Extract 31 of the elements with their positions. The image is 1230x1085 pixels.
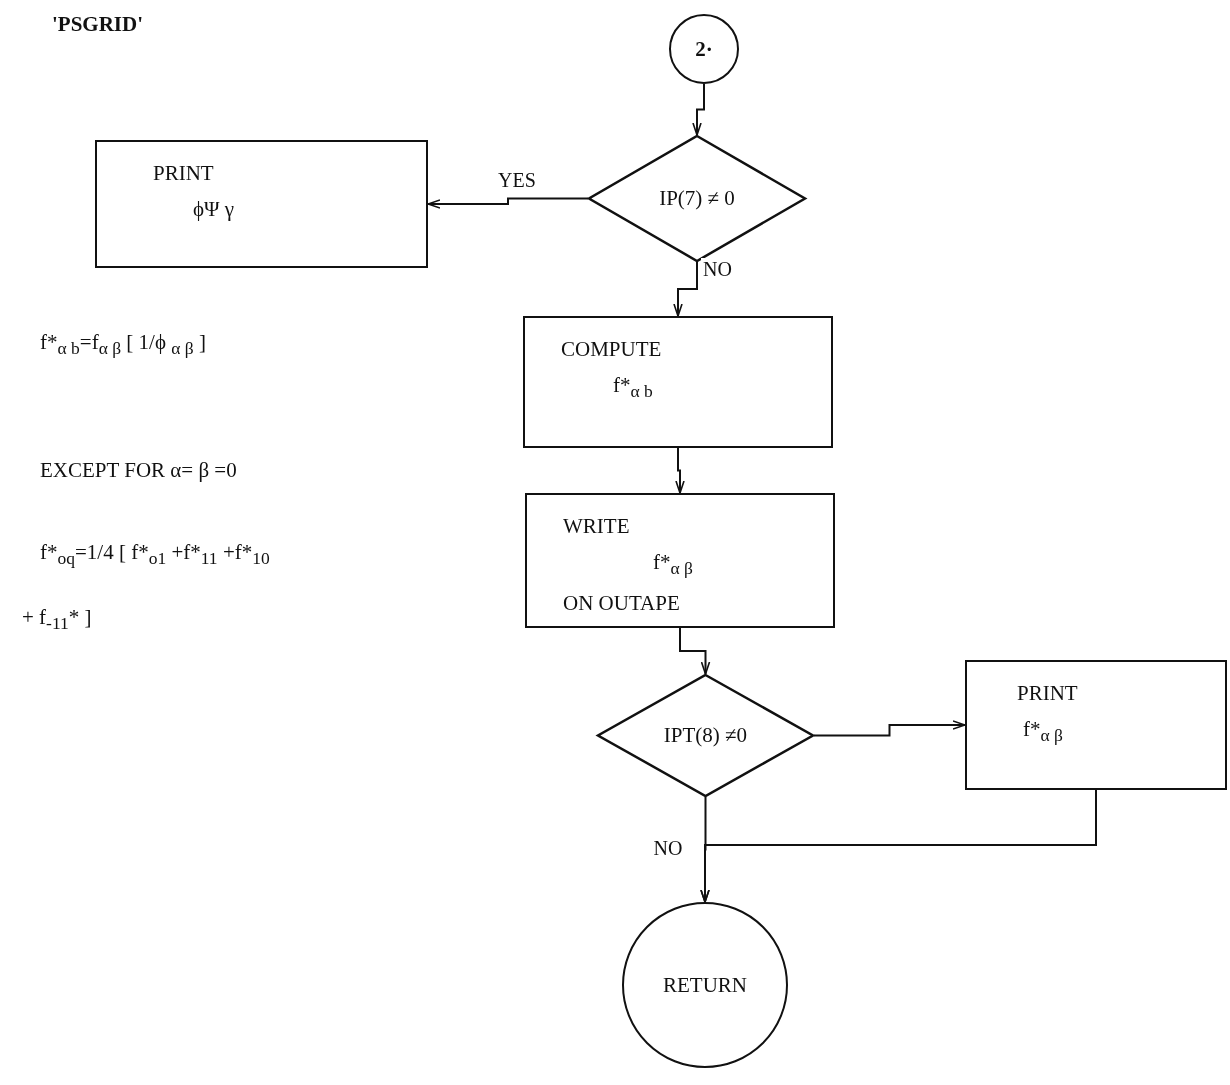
node-text: 2· (695, 35, 713, 63)
arrow (675, 447, 685, 494)
process-box (95, 140, 428, 268)
formula-text: f*$_{oq}$=1/4 [ f*$_{o1}$ +f*$_{11}$ +f*$_{10}$ (40, 540, 270, 570)
arrow (700, 796, 710, 903)
node-text: PRINT (153, 160, 214, 187)
node-text: IP(7) ≠ 0 (659, 185, 735, 212)
formula-text: + f$_{-11}$* ] (22, 605, 92, 635)
node-text: COMPUTE (561, 336, 662, 363)
node-text: WRITE (563, 513, 630, 540)
node-text: ON OUTAPE (563, 590, 680, 617)
decision-diamond (597, 674, 814, 797)
arrow (813, 720, 966, 737)
process-box (965, 660, 1227, 790)
node-text: ϕΨ γ (193, 196, 235, 223)
program-name: 'PSGRID' (52, 12, 143, 37)
arrow (427, 197, 589, 209)
node-text: f*$_{α b}$ (613, 372, 653, 404)
decision-diamond (588, 135, 806, 262)
formula-text: EXCEPT FOR α= β =0 (40, 458, 237, 483)
node-text: f*$_{α β}$ (1023, 716, 1063, 748)
formula-text: f*$_{α b}$=f$_{α β}$ [ 1/ϕ $_{α β}$ ] (40, 330, 206, 360)
node-text: f*$_{α β}$ (653, 549, 693, 581)
arrow (679, 627, 711, 675)
process-box (523, 316, 833, 448)
arrow (673, 261, 698, 317)
arrow (692, 83, 705, 136)
node-text: IPT(8) ≠0 (663, 722, 748, 749)
process-box (525, 493, 835, 628)
node-text: PRINT (1017, 680, 1078, 707)
node-text: RETURN (663, 971, 747, 999)
